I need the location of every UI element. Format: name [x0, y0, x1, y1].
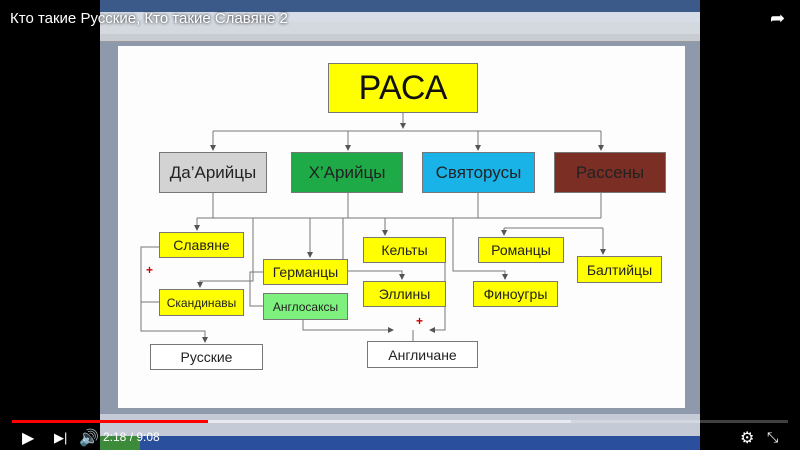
- taskbar: [100, 436, 700, 450]
- box-germans: Германцы: [263, 259, 348, 285]
- race-box-svyatorusy: Святорусы: [422, 152, 535, 193]
- plus-sign: +: [416, 314, 424, 328]
- app-titlebar: [100, 0, 700, 12]
- box-english: Англичане: [367, 341, 478, 368]
- race-box-daariitsy: Да’Арийцы: [159, 152, 267, 193]
- next-icon[interactable]: ▶|: [54, 430, 68, 445]
- plus-sign: +: [146, 263, 154, 277]
- box-balts: Балтийцы: [577, 256, 662, 283]
- box-celts: Кельты: [363, 237, 446, 263]
- box-romans: Романцы: [478, 237, 564, 263]
- video-title[interactable]: Кто такие Русские, Кто такие Славяне 2: [10, 10, 288, 27]
- start-button: [100, 436, 140, 450]
- exit-fullscreen-icon[interactable]: ⤡: [767, 429, 779, 445]
- volume-icon[interactable]: 🔊: [79, 430, 99, 447]
- share-icon[interactable]: ➦: [770, 8, 786, 28]
- app-menubar: [100, 12, 700, 22]
- settings-icon[interactable]: ⚙: [740, 430, 755, 447]
- box-slavs: Славяне: [159, 232, 244, 258]
- race-box-kharriitsy: Х’Арийцы: [291, 152, 403, 193]
- app-toolbar: [100, 22, 700, 34]
- time-display: 2:18 / 9:08: [103, 430, 160, 444]
- app-statusbar: [100, 414, 700, 436]
- box-scandinavians: Скандинавы: [159, 289, 244, 316]
- buffer-bar: [12, 420, 571, 423]
- box-finno-ugric: Финоугры: [473, 281, 558, 307]
- play-icon[interactable]: ▶: [22, 430, 35, 447]
- box-russians: Русские: [150, 344, 263, 370]
- ruler: [100, 34, 700, 42]
- played-bar: [12, 420, 208, 423]
- box-anglosaxons: Англосаксы: [263, 293, 348, 320]
- progress-bar[interactable]: [12, 420, 788, 423]
- root-box-race: РАСА: [328, 63, 478, 113]
- race-box-rasseny: Рассены: [554, 152, 666, 193]
- box-hellenes: Эллины: [363, 281, 446, 307]
